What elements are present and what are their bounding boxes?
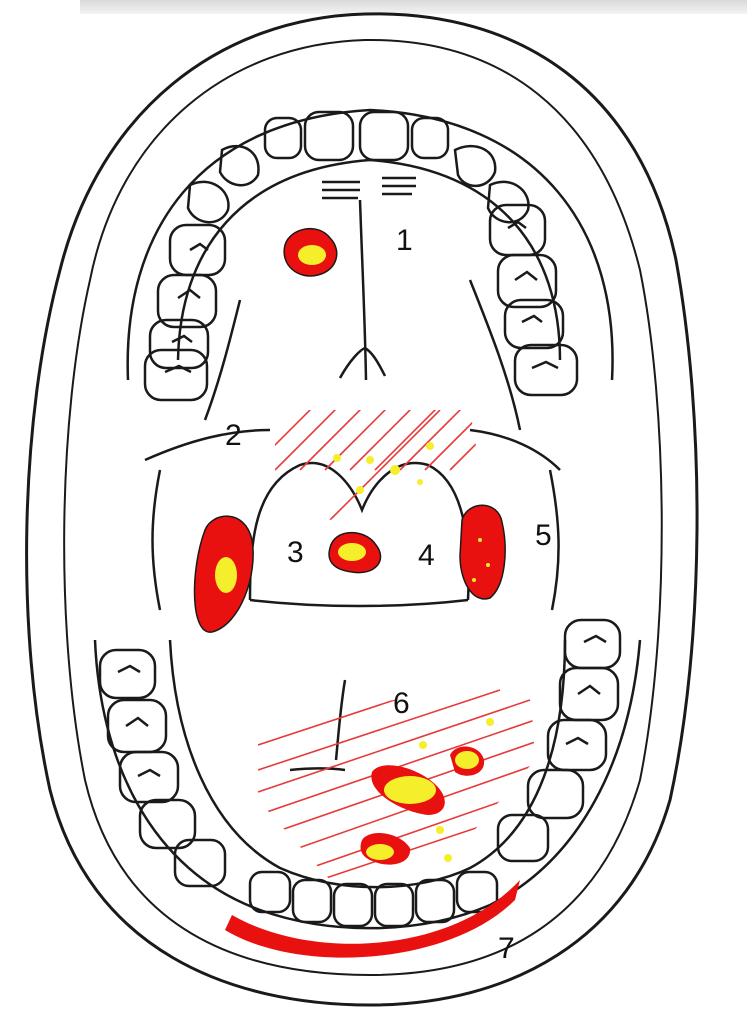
lesion-4 bbox=[460, 505, 505, 599]
lesion-1 bbox=[284, 229, 337, 276]
label-2: 2 bbox=[225, 419, 242, 452]
label-7: 7 bbox=[498, 932, 515, 965]
label-1: 1 bbox=[396, 224, 413, 257]
upper-dental-arch bbox=[128, 110, 613, 430]
palate-hatching bbox=[250, 390, 530, 520]
label-5: 5 bbox=[535, 519, 552, 552]
label-3: 3 bbox=[287, 536, 304, 569]
label-4: 4 bbox=[418, 539, 435, 572]
lesion-2 bbox=[195, 516, 254, 632]
lower-dental-arch bbox=[95, 620, 640, 928]
lesion-3 bbox=[329, 533, 380, 573]
label-6: 6 bbox=[393, 687, 410, 720]
tongue-lesions bbox=[361, 718, 494, 865]
